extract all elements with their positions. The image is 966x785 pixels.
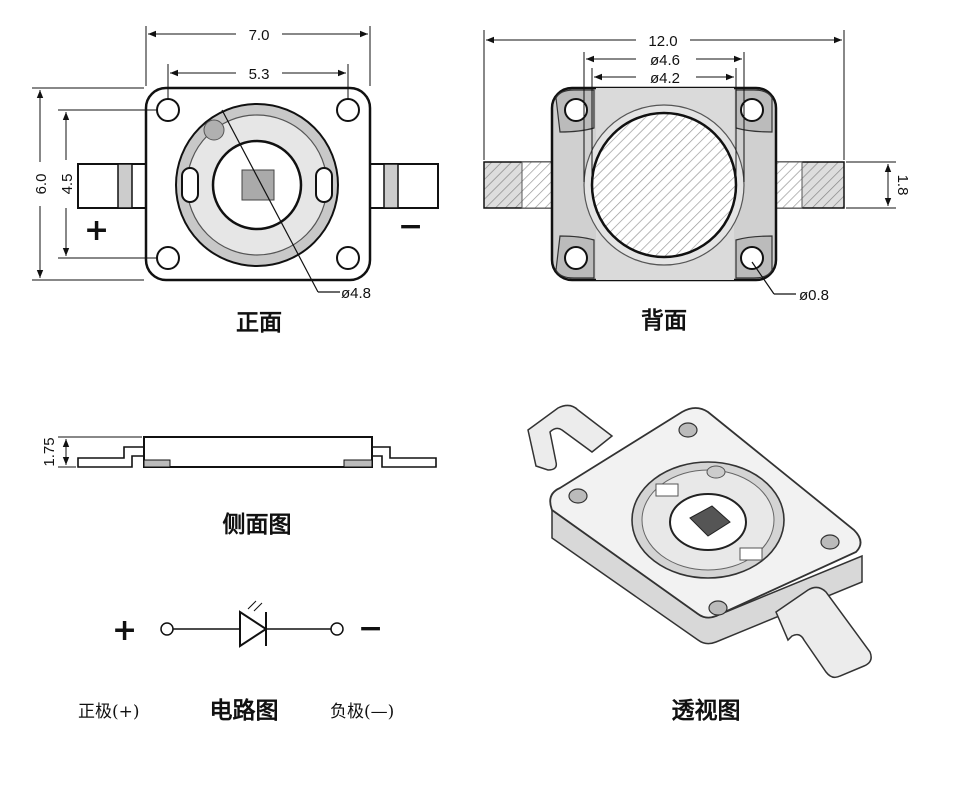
back-view: ø0.8 12.0 ø4.6 ø4.2 1.8 背面	[483, 30, 911, 334]
front-hole-bl	[156, 246, 180, 270]
front-view: ø4.8 7.0 5.3 6.0 4.5 + − 正面	[32, 26, 439, 336]
perspective-caption: 透视图	[672, 697, 741, 724]
side-thickness-label: 1.75	[41, 437, 58, 466]
back-hole-dia-label: ø0.8	[799, 287, 829, 304]
back-hole-bl	[555, 235, 595, 279]
back-lead-height-label: 1.8	[894, 175, 911, 196]
led-symbol	[239, 600, 268, 648]
front-right-lead	[369, 163, 439, 209]
positive-label: 正极(+)	[78, 702, 140, 722]
anode-terminal	[160, 622, 174, 636]
side-body	[143, 436, 373, 468]
persp-left-lead	[527, 404, 614, 471]
front-pad-right	[315, 167, 333, 203]
negative-label: 负极(—)	[330, 702, 394, 722]
front-pad-left	[181, 167, 199, 203]
front-hole-tr	[336, 98, 360, 122]
front-lens-dia-label: ø4.8	[341, 285, 371, 302]
front-hole-pitch-v-label: 4.5	[59, 174, 76, 195]
circuit-minus-sign: −	[358, 611, 383, 646]
front-width-label: 7.0	[249, 27, 270, 44]
cathode-terminal	[330, 622, 344, 636]
front-minus-sign: −	[398, 209, 423, 244]
side-left-lead	[77, 446, 147, 468]
front-hole-tl	[156, 98, 180, 122]
front-height-label: 6.0	[33, 174, 50, 195]
front-die	[241, 169, 275, 201]
side-view-caption: 侧面图	[223, 511, 292, 538]
back-hole-tl	[555, 89, 595, 133]
front-hole-pitch-label: 5.3	[249, 66, 270, 83]
side-right-lead	[367, 446, 437, 468]
circuit-caption: 电路图	[210, 697, 279, 724]
circuit-plus-sign: +	[112, 613, 137, 648]
side-view: 1.75 侧面图	[41, 436, 437, 538]
persp-right-lead	[775, 586, 872, 679]
back-hole-br	[735, 235, 773, 279]
front-hole-br	[336, 246, 360, 270]
back-overall-label: 12.0	[648, 33, 677, 50]
persp-die	[689, 505, 731, 537]
front-left-lead	[77, 163, 147, 209]
back-view-caption: 背面	[641, 308, 687, 334]
back-heat-slug	[590, 111, 738, 259]
front-plus-sign: +	[84, 213, 109, 248]
circuit-diagram: + − 正极(+) 电路图 负极(—)	[78, 600, 394, 724]
front-view-caption: 正面	[236, 310, 282, 336]
back-dia-outer-label: ø4.6	[650, 52, 680, 69]
perspective-view: 透视图	[527, 404, 872, 724]
back-dia-inner-label: ø4.2	[650, 70, 680, 87]
back-hole-tr	[735, 89, 773, 133]
